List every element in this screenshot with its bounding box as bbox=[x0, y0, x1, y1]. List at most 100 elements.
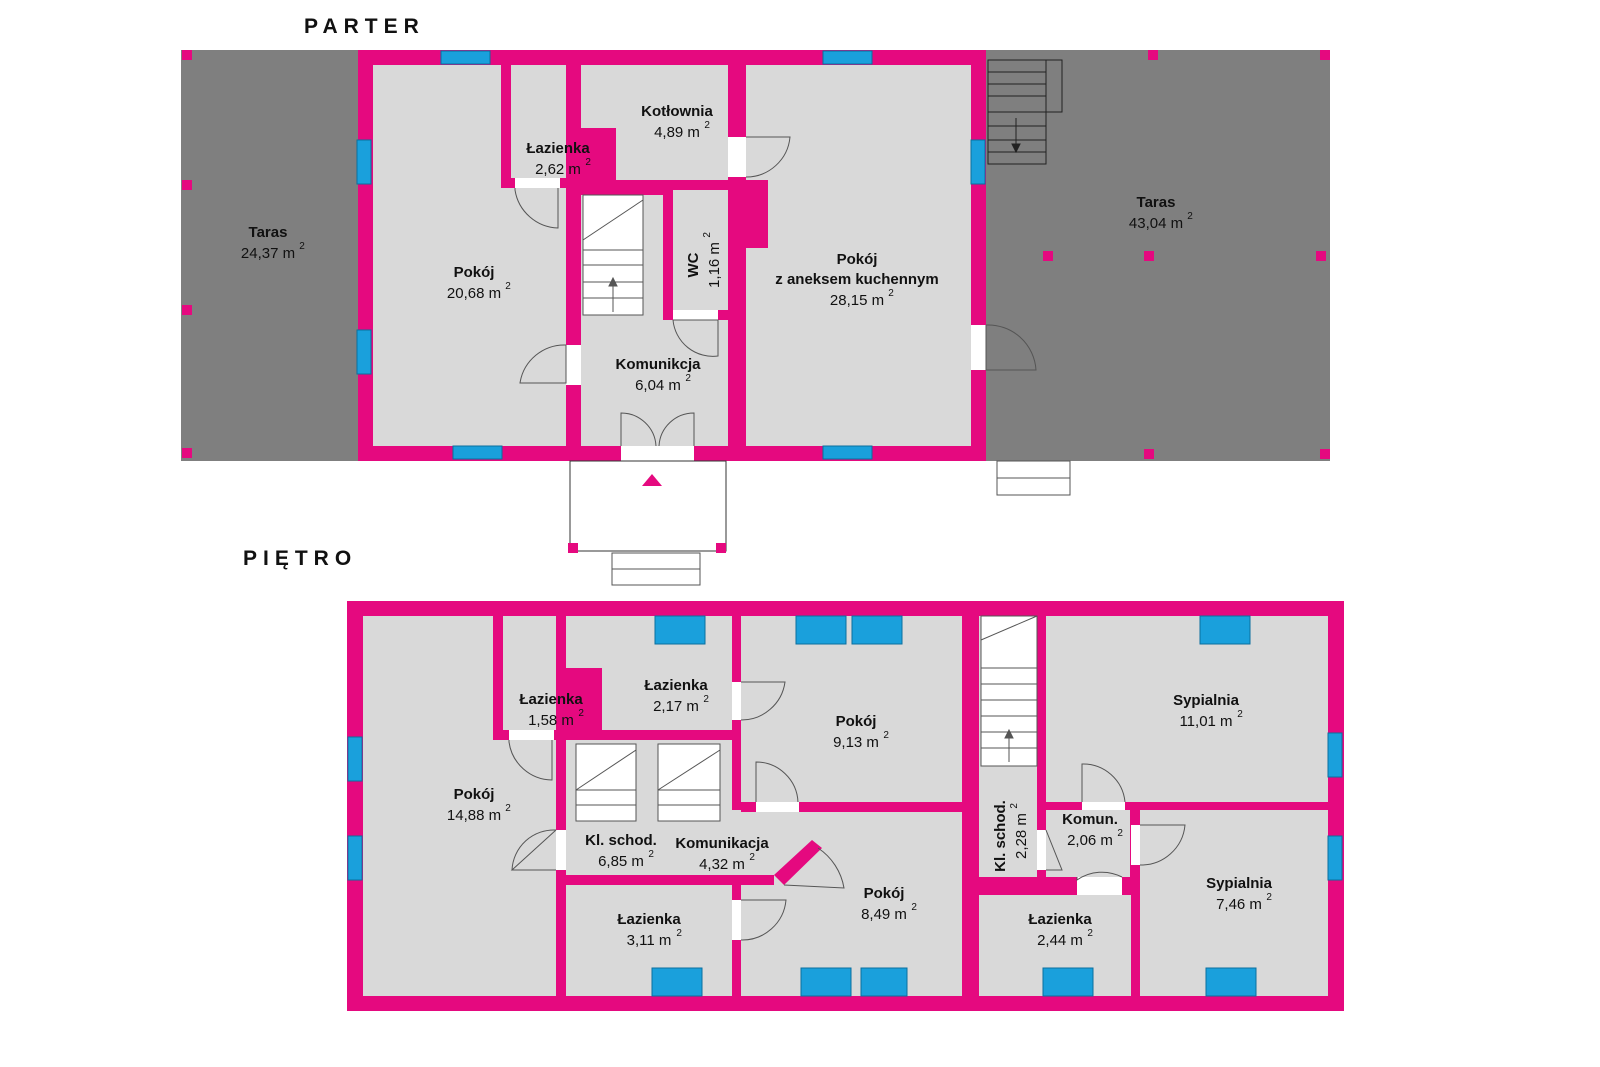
terrace-left bbox=[181, 50, 358, 461]
room-area-sup: 2 bbox=[749, 852, 755, 863]
room-name: Pokój bbox=[454, 264, 495, 281]
room-name: Pokój bbox=[864, 885, 905, 902]
door-swing-icon bbox=[514, 136, 1037, 447]
external-steps-right bbox=[996, 460, 1071, 496]
stairs-pietro-right bbox=[980, 615, 1038, 767]
room-label-kl-schod-228: Kl. schod.2,28 m 2 bbox=[992, 800, 1030, 872]
room-area: 20,68 m bbox=[447, 285, 501, 302]
room-name: Pokój bbox=[837, 251, 878, 268]
room-name: Komun. bbox=[1062, 811, 1118, 828]
room-area: 11,01 m bbox=[1179, 713, 1232, 730]
room-area: 8,49 m bbox=[861, 906, 907, 923]
entrance-porch bbox=[568, 460, 727, 586]
wc-room bbox=[673, 190, 728, 310]
room-area: 1,58 m bbox=[528, 712, 574, 729]
room-name: Pokój bbox=[454, 786, 495, 803]
floor-title-parter: PARTER bbox=[304, 15, 425, 38]
room-area-sup: 2 bbox=[911, 902, 917, 913]
door-swing-icon bbox=[508, 681, 1186, 941]
room-area-sup: 2 bbox=[1187, 211, 1193, 222]
room-area-sup: 2 bbox=[648, 849, 654, 860]
room-label-komunikacja-432: Komunikacja 4,32 m 2 bbox=[675, 835, 769, 873]
angled-wall bbox=[774, 840, 822, 885]
room-area: 7,46 m bbox=[1216, 896, 1262, 913]
room-name: Łazienka bbox=[644, 677, 708, 694]
stairs-pietro-left bbox=[575, 743, 721, 822]
room-area-sup: 2 bbox=[585, 157, 591, 168]
room-area-sup: 2 bbox=[1009, 803, 1020, 809]
room-label-lazienka-217: Łazienka 2,17 m 2 bbox=[644, 677, 709, 715]
windows-parter bbox=[356, 50, 986, 460]
room-name: Sypialnia bbox=[1206, 875, 1273, 892]
room-name: Kotłownia bbox=[641, 103, 713, 120]
room-label-pokoj-849: Pokój 8,49 m 2 bbox=[861, 885, 917, 923]
door-openings-pietro bbox=[509, 682, 1140, 940]
room-name: Sypialnia bbox=[1173, 692, 1240, 709]
room-area-sup: 2 bbox=[299, 241, 305, 252]
room-name: Taras bbox=[249, 224, 288, 241]
room-area: 14,88 m bbox=[447, 807, 501, 824]
room-area: 4,32 m bbox=[699, 856, 745, 873]
room-area: 24,37 m bbox=[241, 245, 295, 262]
room-name: WC bbox=[685, 252, 702, 277]
room-label-kl-schod-685: Kl. schod. 6,85 m 2 bbox=[585, 832, 657, 870]
windows-pietro bbox=[347, 615, 1343, 997]
room-label-lazienka-158: Łazienka 1,58 m 2 bbox=[519, 691, 584, 729]
room-area-sup: 2 bbox=[505, 803, 511, 814]
room-area-sup: 2 bbox=[1237, 709, 1243, 720]
room-name: Łazienka bbox=[526, 140, 590, 157]
room-area-sup: 2 bbox=[578, 708, 584, 719]
room-label-lazienka-parter: Łazienka 2,62 m 2 bbox=[526, 140, 591, 178]
room-area-sup: 2 bbox=[505, 281, 511, 292]
room-name: Kl. schod. bbox=[992, 800, 1009, 872]
room-name: Pokój bbox=[836, 713, 877, 730]
terrace-posts bbox=[182, 50, 1330, 459]
room-name: Kl. schod. bbox=[585, 832, 657, 849]
room-area: 2,28 m bbox=[1013, 813, 1030, 859]
room-name: Komunikcja bbox=[615, 356, 701, 373]
room-label-taras-right: Taras 43,04 m 2 bbox=[1129, 194, 1193, 232]
room-area: 28,15 m bbox=[830, 292, 884, 309]
room-name: Łazienka bbox=[519, 691, 583, 708]
room-area: 4,89 m bbox=[654, 124, 700, 141]
door-openings-parter bbox=[515, 137, 986, 461]
room-label-taras-left: Taras 24,37 m 2 bbox=[241, 224, 305, 262]
room-name: Komunikacja bbox=[675, 835, 769, 852]
room-area: 6,04 m bbox=[635, 377, 681, 394]
room-area-sup: 2 bbox=[703, 694, 709, 705]
room-label-kotlownia: Kotłownia 4,89 m 2 bbox=[641, 103, 713, 141]
room-label-pokoj-1488: Pokój 14,88 m 2 bbox=[447, 786, 511, 824]
room-area-sup: 2 bbox=[685, 373, 691, 384]
room-label-komunikcja: Komunikcja 6,04 m 2 bbox=[615, 356, 701, 394]
room-label-pokoj-913: Pokój 9,13 m 2 bbox=[833, 713, 889, 751]
room-area: 43,04 m bbox=[1129, 215, 1183, 232]
entrance-marker-icon bbox=[642, 474, 662, 486]
room-area: 2,06 m bbox=[1067, 832, 1113, 849]
floor-title-pietro: PIĘTRO bbox=[243, 547, 358, 570]
room-area: 2,44 m bbox=[1037, 932, 1083, 949]
room-name: Łazienka bbox=[1028, 911, 1092, 928]
room-label-sypialnia-1101: Sypialnia 11,01 m 2 bbox=[1173, 692, 1243, 730]
room-label-lazienka-311: Łazienka 3,11 m 2 bbox=[617, 911, 682, 949]
room-name-line2: z aneksem kuchennym bbox=[775, 271, 938, 288]
stairs-parter bbox=[582, 194, 644, 316]
room-name: Łazienka bbox=[617, 911, 681, 928]
terrace-stairs bbox=[987, 59, 1063, 165]
room-name: Taras bbox=[1137, 194, 1176, 211]
room-area-sup: 2 bbox=[883, 730, 889, 741]
room-area-sup: 2 bbox=[702, 232, 713, 238]
room-area-sup: 2 bbox=[676, 928, 682, 939]
room-area: 6,85 m bbox=[598, 853, 644, 870]
room-area: 2,62 m bbox=[535, 161, 581, 178]
room-area: 2,17 m bbox=[653, 698, 699, 715]
room-area-sup: 2 bbox=[704, 120, 710, 131]
room-label-lazienka-244: Łazienka 2,44 m 2 bbox=[1028, 911, 1093, 949]
room-area: 9,13 m bbox=[833, 734, 879, 751]
room-area-sup: 2 bbox=[1087, 928, 1093, 939]
room-area: 3,11 m bbox=[627, 932, 672, 949]
